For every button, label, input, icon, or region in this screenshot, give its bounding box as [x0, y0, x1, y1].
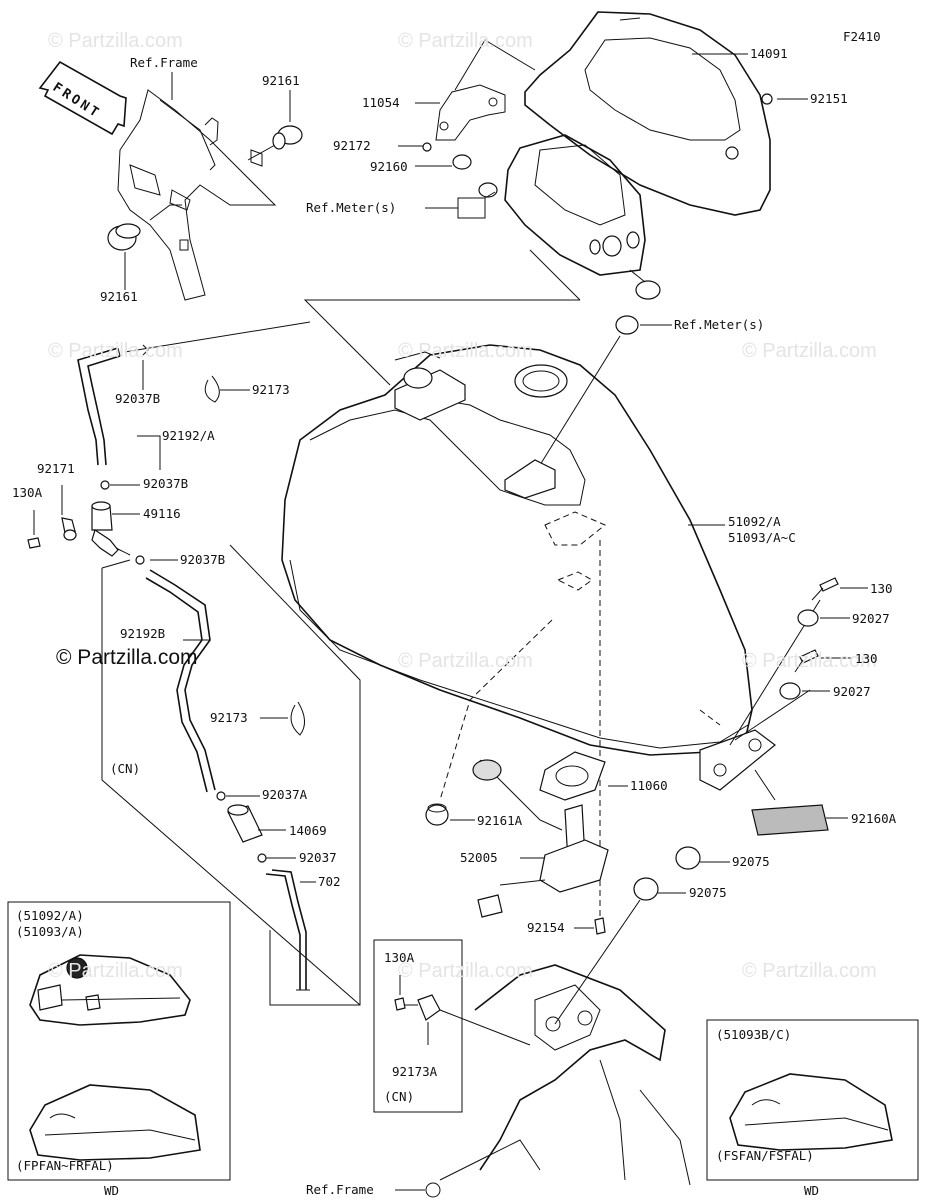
brand-copyright: © Partzilla.com	[56, 646, 198, 669]
inset-left-title-2: (51093/A)	[16, 924, 84, 939]
watermark: © Partzilla.com	[398, 340, 533, 362]
inset-left-box	[7, 901, 231, 1181]
bolts-and-washers	[779, 577, 868, 700]
label-130a[interactable]: 130A	[12, 485, 43, 500]
inset-left-footer: WD	[104, 1183, 120, 1198]
label-130-2[interactable]: 130	[855, 651, 878, 666]
fuel-filter-14069	[216, 791, 296, 863]
label-92173-2[interactable]: 92173	[210, 710, 248, 725]
label-51093ac[interactable]: 51093/A~C	[728, 530, 796, 545]
label-14069[interactable]: 14069	[289, 823, 327, 838]
hose-92192b	[135, 555, 216, 793]
damper-92161-top	[247, 125, 303, 167]
label-92173-1[interactable]: 92173	[252, 382, 290, 397]
filter-assembly-49116	[91, 480, 140, 557]
label-11060[interactable]: 11060	[630, 778, 668, 793]
tank-rear-mount	[699, 599, 821, 791]
label-92037b-1[interactable]: 92037B	[115, 391, 161, 406]
watermark: © Partzilla.com	[398, 960, 533, 982]
inset-left-caption: (FPFAN~FRFAL)	[16, 1158, 114, 1173]
label-14091[interactable]: 14091	[750, 46, 788, 61]
label-92037b-2[interactable]: 92037B	[143, 476, 189, 491]
label-ref-frame-top[interactable]: Ref.Frame	[130, 55, 198, 70]
label-92161-bottom[interactable]: 92161	[100, 289, 138, 304]
label-92151[interactable]: 92151	[810, 91, 848, 106]
inset-right-title: (51093B/C)	[716, 1027, 792, 1042]
label-92037b-3[interactable]: 92037B	[180, 552, 226, 567]
grommet-92161a	[425, 803, 475, 826]
label-92027-1[interactable]: 92027	[852, 611, 890, 626]
grommets-92160	[422, 93, 773, 198]
watermark: © Partzilla.com	[48, 30, 183, 52]
grommets-92075	[633, 846, 730, 901]
label-ref-frame-bottom[interactable]: Ref.Frame	[306, 1182, 374, 1197]
label-92172[interactable]: 92172	[333, 138, 371, 153]
label-92192a[interactable]: 92192/A	[162, 428, 215, 443]
label-92160a[interactable]: 92160A	[851, 811, 897, 826]
inset-right-footer: WD	[804, 1183, 820, 1198]
watermark: © Partzilla.com	[398, 30, 533, 52]
label-92037[interactable]: 92037	[299, 850, 337, 865]
frame-head-assembly	[117, 89, 277, 301]
label-92161-top[interactable]: 92161	[262, 73, 300, 88]
label-92173a[interactable]: 92173A	[392, 1064, 438, 1079]
label-92075-2[interactable]: 92075	[689, 885, 727, 900]
label-92037a[interactable]: 92037A	[262, 787, 308, 802]
label-92075-1[interactable]: 92075	[732, 854, 770, 869]
bracket-11054	[435, 39, 536, 141]
watermark: © Partzilla.com	[742, 650, 877, 672]
label-51092a[interactable]: 51092/A	[728, 514, 781, 529]
damper-92161-bottom	[107, 204, 182, 251]
label-cn-1: (CN)	[110, 761, 141, 776]
inset-right-box	[706, 1019, 919, 1181]
label-92160[interactable]: 92160	[370, 159, 408, 174]
fuel-tank-51092	[281, 344, 753, 920]
watermark: © Partzilla.com	[398, 650, 533, 672]
clip-92173-top	[204, 375, 250, 403]
label-49116[interactable]: 49116	[143, 506, 181, 521]
label-92171[interactable]: 92171	[37, 461, 75, 476]
inset-right-caption: (FSFAN/FSFAL)	[716, 1148, 814, 1163]
inset-left-title-1: (51092/A)	[16, 908, 84, 923]
watermark: © Partzilla.com	[48, 960, 183, 982]
label-702[interactable]: 702	[318, 874, 341, 889]
label-130-1[interactable]: 130	[870, 581, 893, 596]
meter-cover-14091	[524, 11, 771, 216]
diagram-code: F2410	[843, 29, 881, 44]
watermark: © Partzilla.com	[742, 960, 877, 982]
label-11054[interactable]: 11054	[362, 95, 400, 110]
label-ref-meters-right[interactable]: Ref.Meter(s)	[674, 317, 765, 332]
meter-assembly	[504, 134, 661, 300]
frame-bottom	[395, 899, 691, 1198]
clip-92173-lower	[260, 701, 305, 736]
watermark: © Partzilla.com	[742, 340, 877, 362]
label-52005[interactable]: 52005	[460, 850, 498, 865]
label-ref-meters-left[interactable]: Ref.Meter(s)	[306, 200, 397, 215]
label-92027-2[interactable]: 92027	[833, 684, 871, 699]
hose-92192a	[77, 321, 311, 466]
label-92154[interactable]: 92154	[527, 920, 565, 935]
hose-702	[265, 869, 316, 991]
label-130a-box[interactable]: 130A	[384, 950, 415, 965]
front-direction-arrow	[38, 60, 127, 136]
clip-92171-bolt-130a	[27, 485, 77, 549]
cn-detail-box	[373, 939, 531, 1113]
label-92192b[interactable]: 92192B	[120, 626, 166, 641]
watermark: © Partzilla.com	[48, 340, 183, 362]
label-92161a[interactable]: 92161A	[477, 813, 523, 828]
fuel-pump-52005	[472, 759, 609, 935]
pad-92160a	[751, 804, 829, 836]
gasket-11060	[539, 751, 628, 801]
label-cn-2: (CN)	[384, 1089, 415, 1104]
